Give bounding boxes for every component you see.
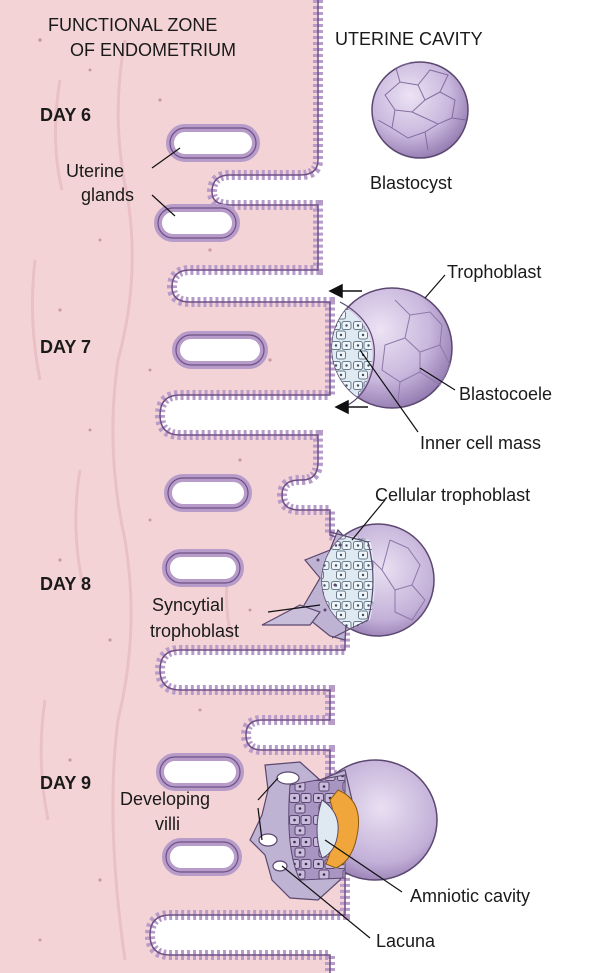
lacuna-label: Lacuna [376, 930, 435, 952]
day7-label: DAY 7 [40, 336, 91, 358]
cellular-trophoblast-label: Cellular trophoblast [375, 484, 530, 506]
developing-villi-label-2: villi [155, 813, 180, 835]
cavity-header: UTERINE CAVITY [335, 28, 483, 50]
uterine-glands-label-1: Uterine [66, 160, 124, 182]
zone-header-line2: OF ENDOMETRIUM [70, 39, 236, 61]
inner-cell-mass-label: Inner cell mass [420, 432, 541, 454]
day9-label: DAY 9 [40, 772, 91, 794]
developing-villi-label-1: Developing [120, 788, 210, 810]
amniotic-cavity-label: Amniotic cavity [410, 885, 530, 907]
uterine-glands-label-2: glands [81, 184, 134, 206]
day8-label: DAY 8 [40, 573, 91, 595]
blastocoele-label: Blastocoele [459, 383, 552, 405]
blastocyst-day6 [372, 62, 468, 158]
syncytial-trophoblast-label-1: Syncytial [152, 594, 224, 616]
trophoblast-label: Trophoblast [447, 261, 541, 283]
day6-label: DAY 6 [40, 104, 91, 126]
zone-header-line1: FUNCTIONAL ZONE [48, 14, 217, 36]
blastocyst-label: Blastocyst [370, 172, 452, 194]
syncytial-trophoblast-label-2: trophoblast [150, 620, 239, 642]
blastocyst-day7 [330, 288, 452, 410]
